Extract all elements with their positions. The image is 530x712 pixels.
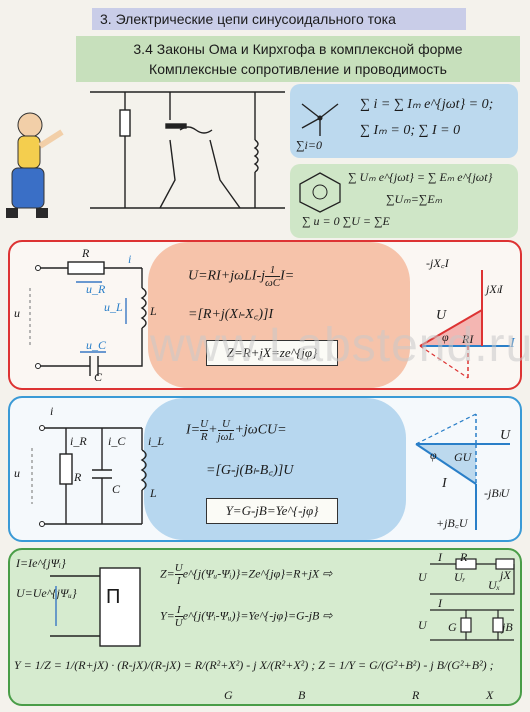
parallel-phasor-diagram	[415, 413, 510, 530]
label-iC: i_C	[108, 434, 126, 448]
section-title: 3. Электрические цепи синусоидального то…	[92, 8, 466, 30]
label-u: u	[14, 306, 20, 320]
under-B: B	[298, 688, 306, 702]
label-iR: i_R	[70, 434, 87, 448]
par-phasor-I: I	[442, 476, 447, 491]
label-uR: u_R	[86, 282, 106, 296]
top-illustration	[6, 91, 285, 218]
voltage-law-line-2: ∑Uₘ=∑Eₘ	[386, 192, 443, 206]
series-phasor-diagram	[419, 270, 510, 379]
subtitle-line-1: 3.4 Законы Ома и Кирхгофа в комплексной …	[133, 41, 463, 57]
U-complex: U=Ue^{jΨᵤ}	[16, 586, 77, 600]
parallel-jB-label: jB	[502, 620, 513, 634]
parallel-circuit	[31, 425, 147, 527]
series-Ur-label: Uᵣ	[454, 570, 466, 584]
voltage-law-box: ∑ Uₘ e^{jωt} = ∑ Eₘ e^{jωt} ∑Uₘ=∑Eₘ ∑ u …	[290, 164, 518, 238]
label-uC: u_C	[86, 338, 107, 352]
series-eq-2: =[R+j(Xₗ-X꜀)]I	[188, 307, 274, 322]
parallel-G-label: G	[448, 620, 457, 634]
series-eq-3: Z=R+jX=ze^{jφ}	[226, 345, 318, 360]
branch-circuit-drawing	[90, 91, 285, 209]
parallel-admittance-frame: Y=G-jB=Ye^{-jφ}	[206, 498, 338, 524]
par-phasor-U: U	[500, 428, 511, 443]
loop-icon	[299, 172, 341, 213]
phasor-U: U	[436, 308, 447, 323]
under-G: G	[224, 688, 233, 702]
node-icon	[301, 103, 339, 136]
parallel-U-label: U	[418, 618, 427, 632]
equivalent-circuits	[430, 558, 515, 641]
under-R: R	[412, 688, 420, 702]
label-L: L	[150, 304, 157, 318]
phasor-phi: φ	[442, 330, 449, 344]
parallel-eq-2: =[G-j(Bₗ-B꜀)]U	[206, 463, 294, 478]
cartoon-person-icon	[6, 112, 64, 218]
impedance-admittance-relation: Y = 1/Z = 1/(R+jX) · (R-jX)/(R-jX) = R/(…	[14, 658, 494, 672]
phasor-jXlI: jXₗI	[486, 282, 503, 296]
parallel-eq-3: Y=G-jB=Ye^{-jφ}	[225, 503, 319, 518]
label-R-par: R	[74, 470, 82, 484]
section-subtitle: 3.4 Законы Ома и Кирхгофа в комплексной …	[76, 36, 520, 82]
label-u-par: u	[14, 466, 20, 480]
series-jX-label: jX	[500, 568, 511, 582]
series-U-label: U	[418, 570, 427, 584]
parallel-I-label: I	[438, 596, 442, 610]
series-Ux-label: Uₓ	[488, 578, 501, 592]
par-phasor-jBlU: -jBₗU	[484, 486, 510, 500]
subtitle-line-2: Комплексные сопротивление и проводимость	[149, 61, 447, 77]
label-i: i	[128, 252, 132, 266]
par-phasor-GU: GU	[454, 450, 472, 464]
series-R-label: R	[460, 550, 468, 564]
I-complex: I=Ie^{jΨᵢ}	[16, 556, 66, 570]
series-impedance-frame: Z=R+jX=ze^{jφ}	[206, 340, 338, 366]
label-L-par: L	[150, 486, 157, 500]
series-I-label: I	[438, 550, 442, 564]
label-R: R	[82, 246, 90, 260]
phasor-I: I	[510, 336, 515, 351]
current-law-line-2: ∑ Iₘ = 0; ∑ I = 0	[360, 123, 461, 138]
current-law-line-1: ∑ i = ∑ Iₘ e^{jωt} = 0;	[360, 97, 494, 112]
label-iL: i_L	[148, 434, 165, 448]
series-circuit	[29, 261, 147, 376]
par-phasor-jBcU: +jB꜀U	[436, 516, 468, 530]
label-C-par: C	[112, 482, 121, 496]
label-uL: u_L	[104, 300, 123, 314]
current-law-box: ∑i=0 ∑ i = ∑ Iₘ e^{jωt} = 0; ∑ Iₘ = 0; ∑…	[290, 84, 518, 158]
label-i-par: i	[50, 404, 54, 418]
two-terminal-block	[50, 567, 141, 647]
par-phasor-phi: φ	[430, 448, 437, 462]
voltage-law-line-1: ∑ Uₘ e^{jωt} = ∑ Eₘ e^{jωt}	[348, 170, 493, 184]
under-X: X	[486, 688, 494, 702]
phasor-RI: RI	[462, 332, 474, 346]
phasor-jXcI: -jX꜀I	[426, 256, 449, 270]
block-label: П	[106, 586, 121, 608]
node-label: ∑i=0	[296, 138, 322, 152]
watermark: www.Labstend.ru	[150, 319, 530, 372]
voltage-law-line-3: ∑ u = 0 ∑U = ∑E	[302, 214, 390, 228]
label-C: C	[94, 370, 103, 384]
